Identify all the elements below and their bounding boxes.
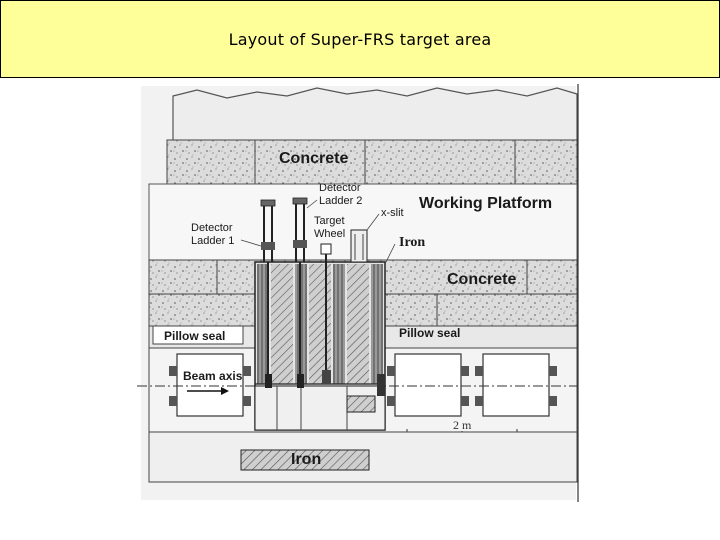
pillow-seal-block-left <box>169 353 251 417</box>
target-wheel <box>320 243 332 384</box>
target-wheel-label-line2: Wheel <box>314 228 345 240</box>
target-wheel-label-line1: Target <box>314 215 345 227</box>
slide-title-box: Layout of Super-FRS target area <box>0 0 720 78</box>
x-slit-label: x-slit <box>381 207 404 219</box>
working-platform-label: Working Platform <box>419 195 552 212</box>
concrete-top-layer <box>166 139 578 185</box>
beam-axis-label: Beam axis <box>183 369 243 383</box>
top-rock-layer <box>172 87 578 145</box>
pillow-seal-left-box <box>152 325 244 345</box>
pillow-seal-block-right-1 <box>387 353 469 417</box>
concrete-top-label: Concrete <box>279 150 348 167</box>
pillow-seal-left-label: Pillow seal <box>164 329 225 343</box>
detector-ladder-1 <box>260 199 276 388</box>
beam-direction-arrow <box>187 387 229 395</box>
detector-ladder-1-label-line2: Ladder 1 <box>191 235 234 247</box>
detector-ladder-2-label-line1: Detector <box>319 182 361 194</box>
iron-bottom-block <box>240 449 370 471</box>
concrete-middle-label: Concrete <box>447 271 516 288</box>
scale-label: 2 m <box>453 418 472 432</box>
pillow-seal-block-right-2 <box>475 353 557 417</box>
detector-ladder-2 <box>292 197 308 388</box>
slide-title: Layout of Super-FRS target area <box>228 29 492 49</box>
detector-ladder-1-label-line1: Detector <box>191 222 233 234</box>
detector-ladder-2-label-line2: Ladder 2 <box>319 195 362 207</box>
target-area-diagram: Concrete Working Platform Concrete Pillo… <box>137 84 582 508</box>
iron-bottom-label: Iron <box>291 451 321 468</box>
target-area-schematic: Concrete Working Platform Concrete Pillo… <box>137 84 579 502</box>
x-slit <box>350 229 368 263</box>
pillow-seal-right-label: Pillow seal <box>399 326 460 340</box>
iron-upper-label: Iron <box>399 235 425 250</box>
target-chamber <box>254 261 386 431</box>
